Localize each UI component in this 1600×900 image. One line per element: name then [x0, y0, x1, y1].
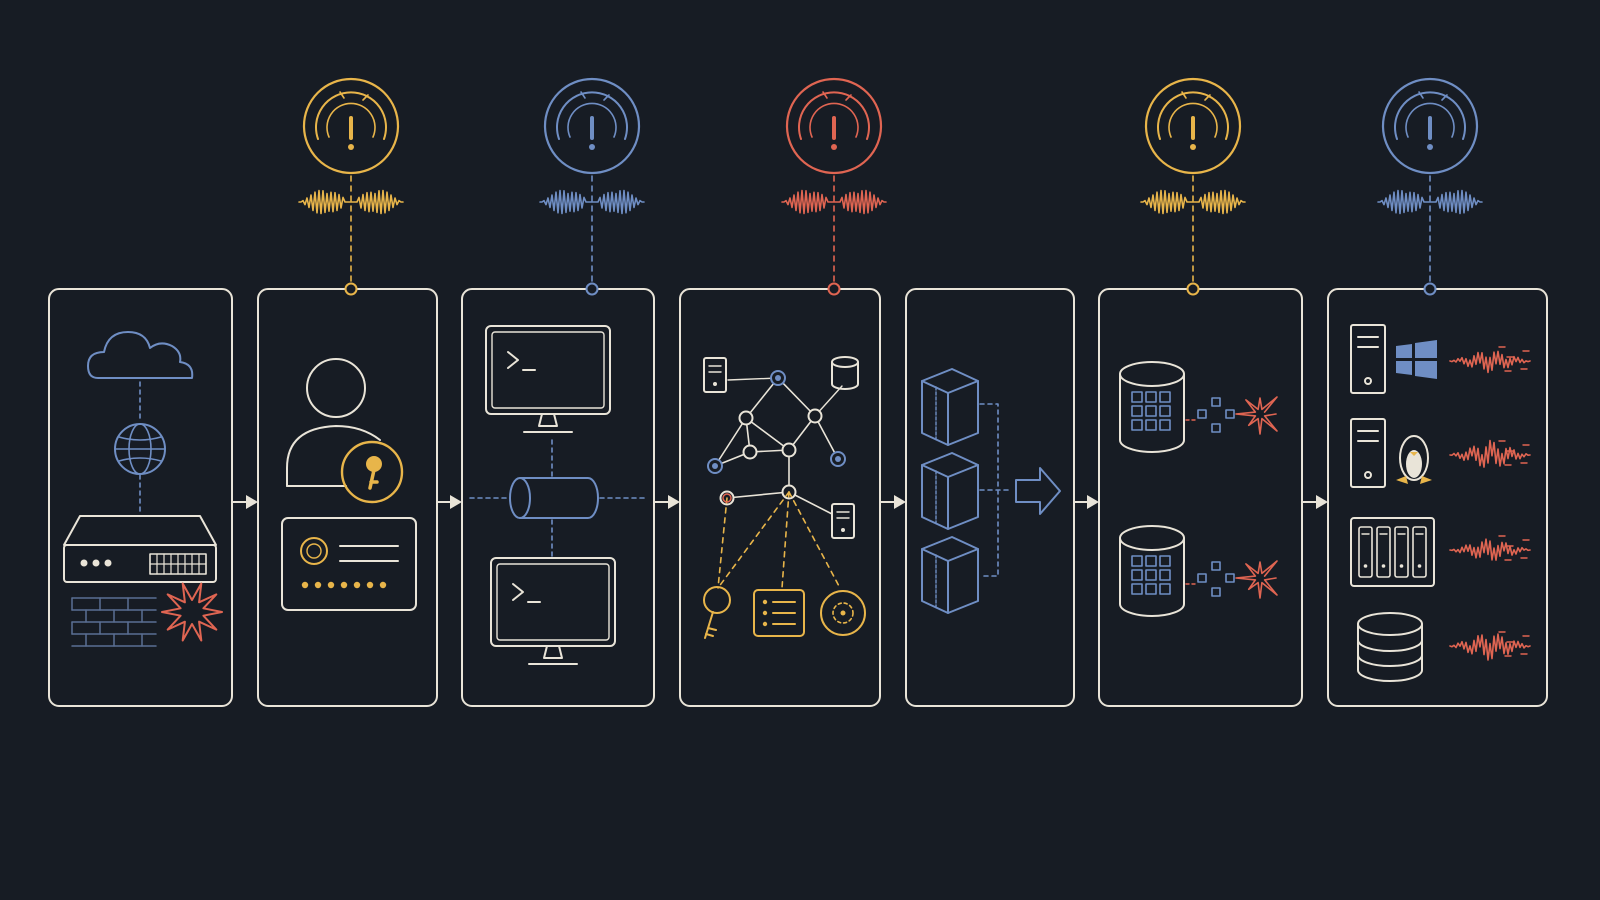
node-graph-icon [707, 370, 846, 515]
switch-ports [149, 553, 207, 575]
terminal-monitor-icon [490, 557, 616, 665]
graph-node [742, 444, 758, 460]
server-icon [1350, 418, 1386, 488]
burst-icon [1185, 396, 1278, 435]
box-icon [921, 536, 979, 614]
stage-panel-2 [257, 288, 438, 707]
stage-panel-7 [1327, 288, 1548, 707]
database-icon [1357, 612, 1423, 682]
stage-panel-1 [48, 288, 233, 707]
flow-arrow [653, 495, 680, 509]
export-arrow-icon [1015, 467, 1061, 515]
stage-databases [1119, 361, 1278, 617]
alert-anchor [344, 282, 358, 296]
server-icon [831, 503, 855, 539]
alert-anchor [1186, 282, 1200, 296]
alert-identity [298, 77, 404, 296]
pipe-icon [509, 477, 599, 519]
linux-icon [1396, 435, 1432, 484]
database-icon [1119, 525, 1185, 617]
id-card-icon [281, 517, 417, 611]
waveform [781, 189, 887, 215]
alert-gauge-icon [1144, 77, 1242, 175]
graph-node [807, 408, 823, 424]
flow-arrow [879, 495, 906, 509]
anomaly-signal-icon [1449, 535, 1531, 561]
alert-anchor [585, 282, 599, 296]
terminal-monitor-icon [485, 325, 611, 433]
alert-terminals [539, 77, 645, 296]
firewall-icon [71, 597, 157, 647]
alert-gauge-icon [302, 77, 400, 175]
stage-hosts [1350, 324, 1531, 682]
alert-databases [1140, 77, 1246, 296]
anomaly-signal-icon [1449, 439, 1531, 468]
stage-network-perimeter [63, 331, 223, 647]
alert-gauge-icon [785, 77, 883, 175]
waveform [1377, 189, 1483, 215]
alert-hosts [1377, 77, 1483, 296]
alert-anchor [1423, 282, 1437, 296]
server-rack-icon [1350, 517, 1435, 587]
stage-panel-3 [461, 288, 655, 707]
key-badge-icon [340, 440, 404, 504]
flow-arrow [1301, 495, 1328, 509]
anomaly-signal-icon [1449, 346, 1531, 374]
burst-icon [1185, 560, 1278, 599]
stage-identity [281, 358, 417, 611]
flow-arrow [1073, 495, 1099, 509]
flow-arrow [231, 495, 258, 509]
network-switch-icon [63, 515, 217, 583]
explosion-icon [161, 582, 223, 642]
waveform [539, 189, 645, 215]
stage-graph [703, 356, 866, 639]
database-icon [831, 356, 859, 390]
globe-icon [114, 423, 166, 475]
alert-anchor [827, 282, 841, 296]
waveform [298, 189, 404, 215]
stage-panel-4 [679, 288, 881, 707]
database-icon [1119, 361, 1185, 453]
stage-panel-6 [1098, 288, 1303, 707]
cloud-icon [87, 331, 194, 379]
key-icon [703, 586, 731, 639]
stage-terminals [469, 325, 649, 665]
server-icon [703, 357, 727, 393]
box-icon [921, 368, 979, 446]
graph-node [781, 442, 797, 458]
user-icon [286, 358, 381, 487]
windows-icon [1396, 340, 1437, 379]
flow-arrow [436, 495, 462, 509]
stage-packages [921, 368, 1061, 614]
anomaly-signal-icon [1449, 631, 1531, 661]
target-icon [820, 590, 866, 636]
graph-node [738, 410, 754, 426]
server-icon [1350, 324, 1386, 394]
box-icon [921, 452, 979, 530]
stage-panel-5 [905, 288, 1075, 707]
alert-graph [781, 77, 887, 296]
list-icon [753, 589, 805, 637]
alert-gauge-icon [543, 77, 641, 175]
waveform [1140, 189, 1246, 215]
alert-gauge-icon [1381, 77, 1479, 175]
